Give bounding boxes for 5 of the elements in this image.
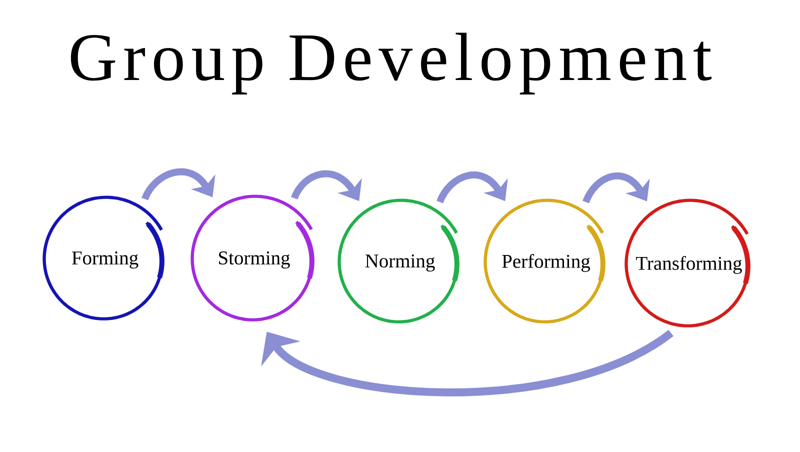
arrow (261, 330, 674, 396)
title: Group Development (70, 32, 712, 94)
arrow (436, 172, 508, 204)
arrow (142, 168, 216, 200)
arrow (582, 172, 650, 204)
